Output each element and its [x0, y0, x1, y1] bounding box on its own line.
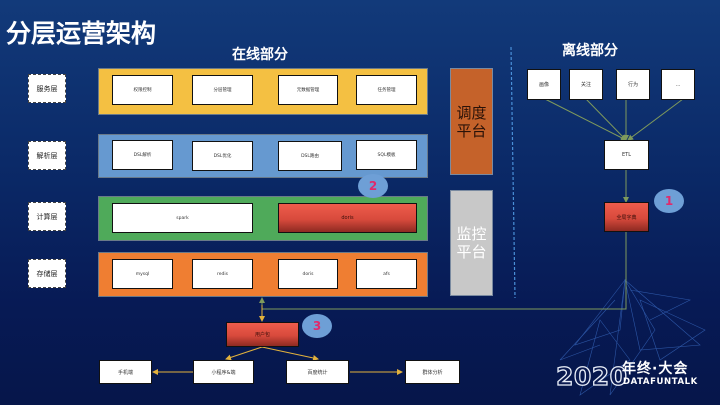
scheduling-platform[interactable]: 调度平台	[450, 68, 493, 175]
step-badge-3: 3	[302, 314, 332, 338]
service-item[interactable]: 分层管理	[192, 75, 253, 105]
layer-label-compute: 计算层	[28, 202, 66, 231]
service-item[interactable]: 元数据管理	[278, 75, 338, 105]
user-package-box[interactable]: 用户包	[226, 322, 299, 347]
brand-year: 2020	[555, 361, 628, 391]
offline-source[interactable]: 画像	[527, 69, 561, 100]
offline-source[interactable]: 行为	[616, 69, 650, 100]
platform-label: 监控	[456, 225, 487, 243]
parse-item[interactable]: SQL模板	[356, 140, 417, 170]
target-group-analysis[interactable]: 群体分析	[405, 360, 460, 384]
compute-item-doris[interactable]: doris	[278, 203, 417, 233]
parse-item[interactable]: DSL优化	[192, 141, 253, 171]
brand-event-name: 年终·大会	[622, 361, 689, 377]
global-dictionary-box[interactable]: 全局字典	[604, 202, 649, 232]
online-heading: 在线部分	[232, 47, 288, 63]
service-item[interactable]: 权限控制	[112, 75, 173, 105]
layer-label-service: 服务层	[28, 74, 66, 103]
step-badge-1: 1	[654, 189, 684, 213]
page-title: 分层运营架构	[6, 19, 157, 48]
layer-label-storage: 存储层	[28, 259, 66, 288]
target-miniprogram[interactable]: 小程序&端	[193, 360, 254, 384]
storage-item[interactable]: afs	[356, 259, 417, 289]
storage-item[interactable]: mysql	[112, 259, 173, 289]
offline-heading: 离线部分	[562, 43, 618, 59]
etl-box[interactable]: ETL	[604, 140, 649, 170]
platform-label: 调度	[456, 103, 487, 122]
compute-item-spark[interactable]: spark	[112, 203, 253, 233]
service-item[interactable]: 任务管理	[356, 75, 417, 105]
brand-logo-text: DATAFUNTALK	[623, 377, 698, 387]
storage-item[interactable]: doris	[278, 259, 338, 289]
storage-item[interactable]: redis	[192, 259, 253, 289]
target-mobile[interactable]: 手机端	[99, 360, 152, 384]
target-baidu-stats[interactable]: 百度统计	[286, 360, 349, 384]
offline-source[interactable]: ...	[661, 69, 695, 100]
monitoring-platform[interactable]: 监控平台	[450, 190, 493, 296]
offline-source[interactable]: 关注	[569, 69, 603, 100]
layer-label-parse: 解析层	[28, 141, 66, 170]
platform-label: 平台	[456, 243, 487, 261]
platform-label: 平台	[456, 121, 487, 140]
online-offline-divider	[510, 46, 516, 299]
step-badge-2: 2	[358, 174, 388, 198]
parse-item[interactable]: DSL解析	[112, 140, 173, 170]
parse-item[interactable]: DSL路由	[278, 141, 342, 171]
